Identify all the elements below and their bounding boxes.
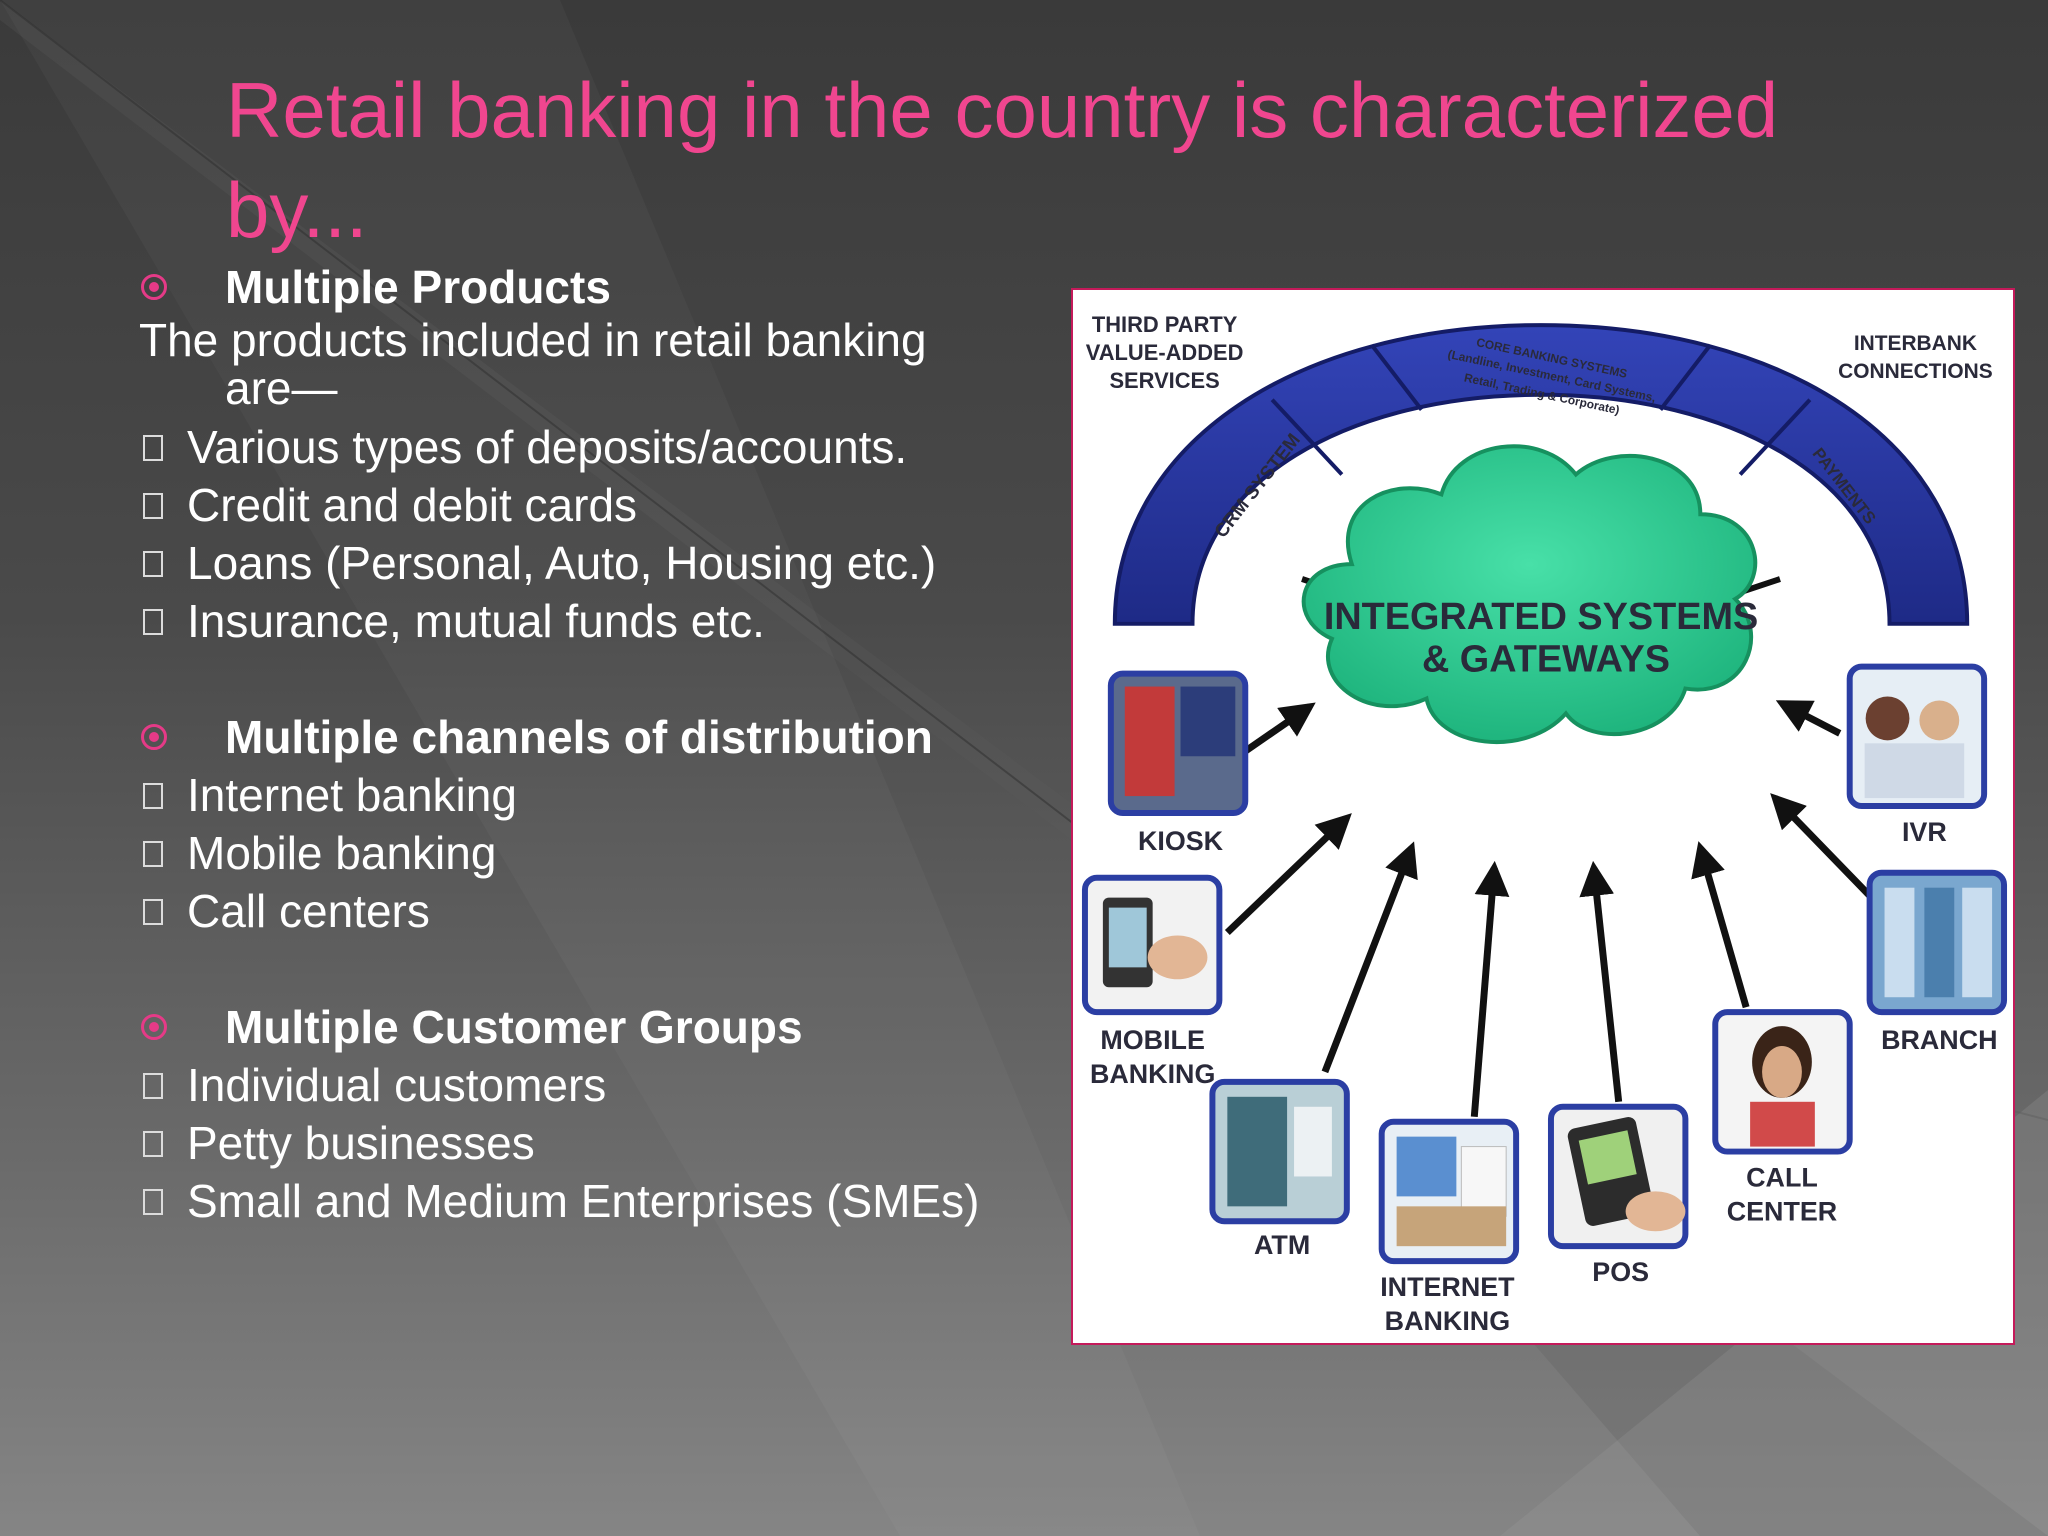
- call-center-tile: CALL CENTER: [1712, 1009, 1853, 1226]
- center-label-2: & GATEWAYS: [1422, 639, 1670, 681]
- mobile-label-1: MOBILE: [1100, 1025, 1205, 1055]
- checkbox-bullet-icon: [143, 1189, 163, 1215]
- list-item: Petty businesses: [137, 1114, 1057, 1172]
- checkbox-bullet-icon: [143, 551, 163, 577]
- ivr-label: IVR: [1902, 817, 1947, 847]
- list-item: Loans (Personal, Auto, Housing etc.): [137, 534, 1057, 592]
- internet-label-2: BANKING: [1385, 1306, 1510, 1336]
- checkbox-bullet-icon: [143, 493, 163, 519]
- systems-arc: [1112, 323, 1970, 626]
- list-item: Credit and debit cards: [137, 476, 1057, 534]
- checkbox-bullet-icon: [143, 609, 163, 635]
- interbank-label-2: CONNECTIONS: [1838, 360, 1993, 383]
- slide-title: Retail banking in the country is charact…: [226, 66, 1779, 254]
- internet-banking-tile: INTERNET BANKING: [1378, 1118, 1520, 1336]
- list-item: Call centers: [137, 882, 1057, 940]
- list-item: Various types of deposits/accounts.: [137, 418, 1057, 476]
- list-item: Small and Medium Enterprises (SMEs): [137, 1172, 1057, 1230]
- checkbox-bullet-icon: [143, 783, 163, 809]
- branch-label: BRANCH: [1881, 1025, 1997, 1055]
- diagram-canvas: CRM SYSTEM CORE BANKING SYSTEMS (Landlin…: [1081, 312, 2008, 1336]
- third-party-label-2: VALUE-ADDED: [1086, 340, 1244, 365]
- list-item: Mobile banking: [137, 824, 1057, 882]
- checkbox-bullet-icon: [143, 435, 163, 461]
- pos-tile: POS: [1547, 1103, 1689, 1287]
- section-heading-customers: Multiple Customer Groups: [137, 998, 1057, 1056]
- products-intro: The products included in retail banking …: [139, 314, 927, 414]
- branch-tile: BRANCH: [1866, 869, 2008, 1055]
- mobile-banking-tile: MOBILE BANKING: [1081, 874, 1223, 1089]
- kiosk-tile: KIOSK: [1107, 670, 1249, 856]
- list-item: Insurance, mutual funds etc.: [137, 592, 1057, 650]
- call-label-1: CALL: [1746, 1162, 1818, 1192]
- interbank-label-1: INTERBANK: [1854, 332, 1977, 355]
- retail-banking-diagram: CRM SYSTEM CORE BANKING SYSTEMS (Landlin…: [1071, 288, 2015, 1345]
- third-party-label-1: THIRD PARTY: [1092, 312, 1238, 337]
- section-heading-channels: Multiple channels of distribution: [137, 708, 1057, 766]
- target-bullet-icon: [141, 274, 167, 300]
- mobile-label-2: BANKING: [1090, 1059, 1215, 1089]
- kiosk-label: KIOSK: [1138, 826, 1224, 856]
- target-bullet-icon: [141, 1014, 167, 1040]
- checkbox-bullet-icon: [143, 1073, 163, 1099]
- target-bullet-icon: [141, 724, 167, 750]
- slide-content: Multiple Products The products included …: [137, 258, 1057, 1230]
- list-item: Internet banking: [137, 766, 1057, 824]
- third-party-label-3: SERVICES: [1109, 368, 1219, 393]
- atm-tile: ATM: [1209, 1078, 1350, 1260]
- checkbox-bullet-icon: [143, 841, 163, 867]
- integrated-systems-cloud: INTEGRATED SYSTEMS & GATEWAYS: [1301, 444, 1758, 744]
- center-label-1: INTEGRATED SYSTEMS: [1324, 596, 1758, 638]
- checkbox-bullet-icon: [143, 1131, 163, 1157]
- atm-label: ATM: [1254, 1230, 1310, 1260]
- section-heading-products: Multiple Products: [137, 258, 1057, 316]
- call-label-2: CENTER: [1727, 1196, 1838, 1226]
- ivr-tile: IVR: [1846, 663, 1988, 847]
- list-item: Individual customers: [137, 1056, 1057, 1114]
- checkbox-bullet-icon: [143, 899, 163, 925]
- internet-label-1: INTERNET: [1380, 1272, 1515, 1302]
- pos-label: POS: [1592, 1257, 1649, 1287]
